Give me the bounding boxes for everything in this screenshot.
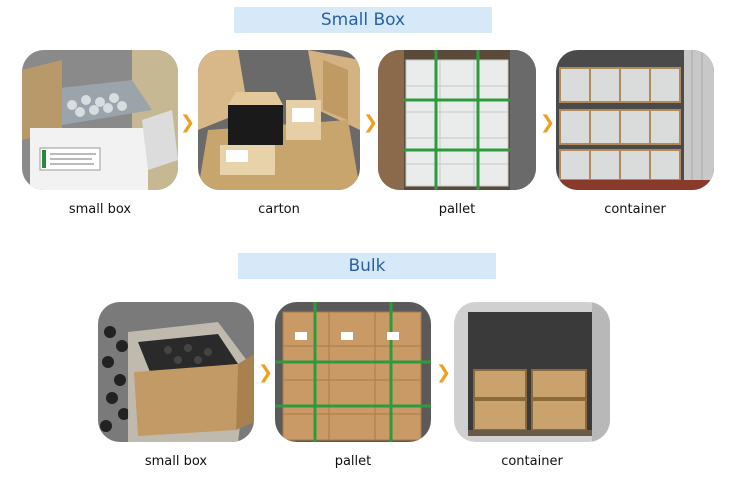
photo-bulk-container bbox=[454, 302, 610, 442]
caption-pallet: pallet bbox=[438, 202, 476, 217]
photo-carton bbox=[198, 50, 360, 190]
section-title-bulk: Bulk bbox=[238, 253, 496, 279]
photo-bulk-small-box bbox=[98, 302, 254, 442]
photo-container bbox=[556, 50, 714, 190]
chevron-right-icon: ❯ bbox=[180, 112, 196, 133]
photo-pallet bbox=[378, 50, 536, 190]
caption-bulk-container: container bbox=[501, 454, 563, 469]
caption-carton: carton bbox=[258, 202, 300, 217]
chevron-right-icon: ❯ bbox=[540, 112, 556, 133]
chevron-right-icon: ❯ bbox=[436, 362, 452, 383]
caption-bulk-small-box: small box bbox=[144, 454, 208, 469]
chevron-right-icon: ❯ bbox=[258, 362, 274, 383]
chevron-right-icon: ❯ bbox=[363, 112, 379, 133]
caption-small-box: small box bbox=[68, 202, 132, 217]
section-title-small-box: Small Box bbox=[234, 7, 492, 33]
photo-small-box bbox=[22, 50, 178, 190]
caption-container: container bbox=[604, 202, 666, 217]
caption-bulk-pallet: pallet bbox=[334, 454, 372, 469]
photo-bulk-pallet bbox=[275, 302, 431, 442]
